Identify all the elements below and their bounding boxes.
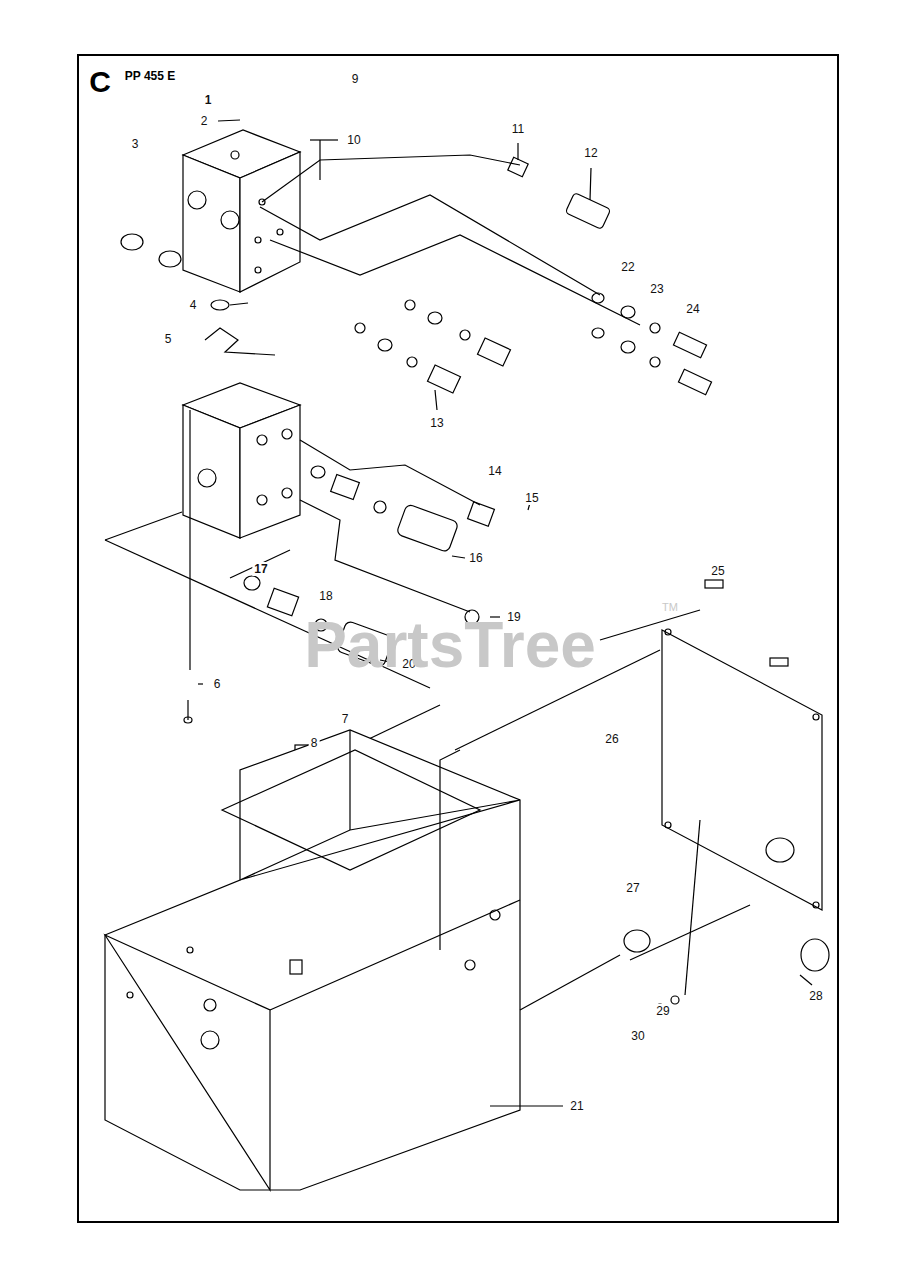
callout-number: 14 xyxy=(486,464,503,478)
callout-number: 21 xyxy=(568,1099,585,1113)
callout-number: 10 xyxy=(345,133,362,147)
callout-number: 1 xyxy=(203,93,214,107)
callout-number: 3 xyxy=(130,137,141,151)
callout-number: 5 xyxy=(163,332,174,346)
callout-number: 7 xyxy=(340,712,351,726)
callout-number: 2 xyxy=(199,114,210,128)
callout-number: 18 xyxy=(317,589,334,603)
callout-number: 29 xyxy=(654,1004,671,1018)
callout-number: 4 xyxy=(188,298,199,312)
callout-number: 23 xyxy=(648,282,665,296)
callout-number: 12 xyxy=(582,146,599,160)
callout-number: 22 xyxy=(619,260,636,274)
callout-number: 28 xyxy=(807,989,824,1003)
callout-number: 24 xyxy=(684,302,701,316)
callout-number: 9 xyxy=(350,72,361,86)
callout-number: 16 xyxy=(467,551,484,565)
callout-number: 15 xyxy=(523,491,540,505)
diagram-heading: PP 455 E xyxy=(123,69,177,83)
callout-number: 8 xyxy=(309,736,320,750)
callout-number: 11 xyxy=(510,122,526,136)
callout-number: 30 xyxy=(629,1029,646,1043)
callout-number: 27 xyxy=(624,881,641,895)
callout-number: 13 xyxy=(428,416,445,430)
callout-number: 26 xyxy=(603,732,620,746)
watermark: TM xyxy=(660,601,680,614)
watermark: PartsTree xyxy=(302,612,598,678)
diagram-heading: C xyxy=(87,66,113,98)
callout-number: 6 xyxy=(212,677,223,691)
callout-number: 25 xyxy=(709,564,726,578)
callout-number: 17 xyxy=(252,562,269,576)
